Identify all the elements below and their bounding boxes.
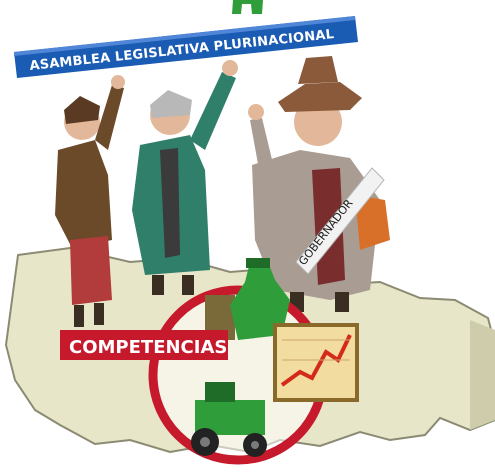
governor-figure: GOBERNADOR [248,56,390,312]
competencies-badge: COMPETENCIAS [60,330,228,360]
tractor-icon [191,382,267,457]
legislator-figure-left [55,75,125,327]
title-fragment-icon [232,0,263,14]
legislator-figure-middle [132,60,238,295]
chart-board-icon [273,323,359,402]
badge-label: COMPETENCIAS [69,337,227,358]
map-shadow [470,320,495,430]
governor-sash [295,167,385,275]
